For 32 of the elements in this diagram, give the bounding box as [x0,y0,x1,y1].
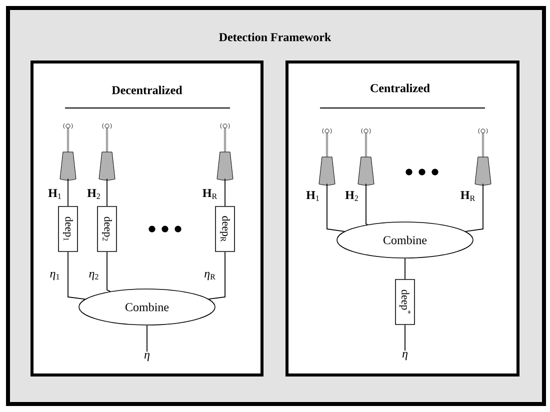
connector-line [68,251,86,300]
connector-line [208,251,226,300]
antenna-icon [98,123,116,180]
edge-label: H$_{1}$ [306,191,319,201]
process-box: deep$_{R}$ [215,206,235,252]
connector-line [224,178,226,207]
connector-line [404,324,406,352]
output-symbol: η [144,352,150,362]
edge-label: H$_{2}$ [345,191,358,201]
edge-label: η$_{1}$ [50,272,60,280]
antenna-icon [358,128,374,186]
connector-line [326,183,345,232]
output-symbol: η [402,352,408,360]
connector-line [404,258,406,280]
connector-line [366,183,368,226]
process-box: deep$_{2}$ [97,206,117,252]
edge-label: H$_{2}$ [87,189,100,199]
process-box: deep$_{1}$ [58,206,78,252]
antenna-icon [216,123,234,180]
antenna-icon [318,128,336,186]
antenna-icon [474,128,492,186]
antenna-icon [60,123,76,180]
connector-line [465,183,484,232]
edge-label: η$_{R}$ [204,272,216,280]
process-box: deep$^{*}$ [395,279,415,325]
connector-line [146,324,148,352]
connector-line [106,251,111,292]
edge-label: H$_{R}$ [202,189,218,199]
connector-line [106,178,108,207]
edge-label: η$_{2}$ [89,272,98,280]
edge-label: H$_{1}$ [48,189,61,199]
edge-label: H$_{R}$ [460,191,476,201]
